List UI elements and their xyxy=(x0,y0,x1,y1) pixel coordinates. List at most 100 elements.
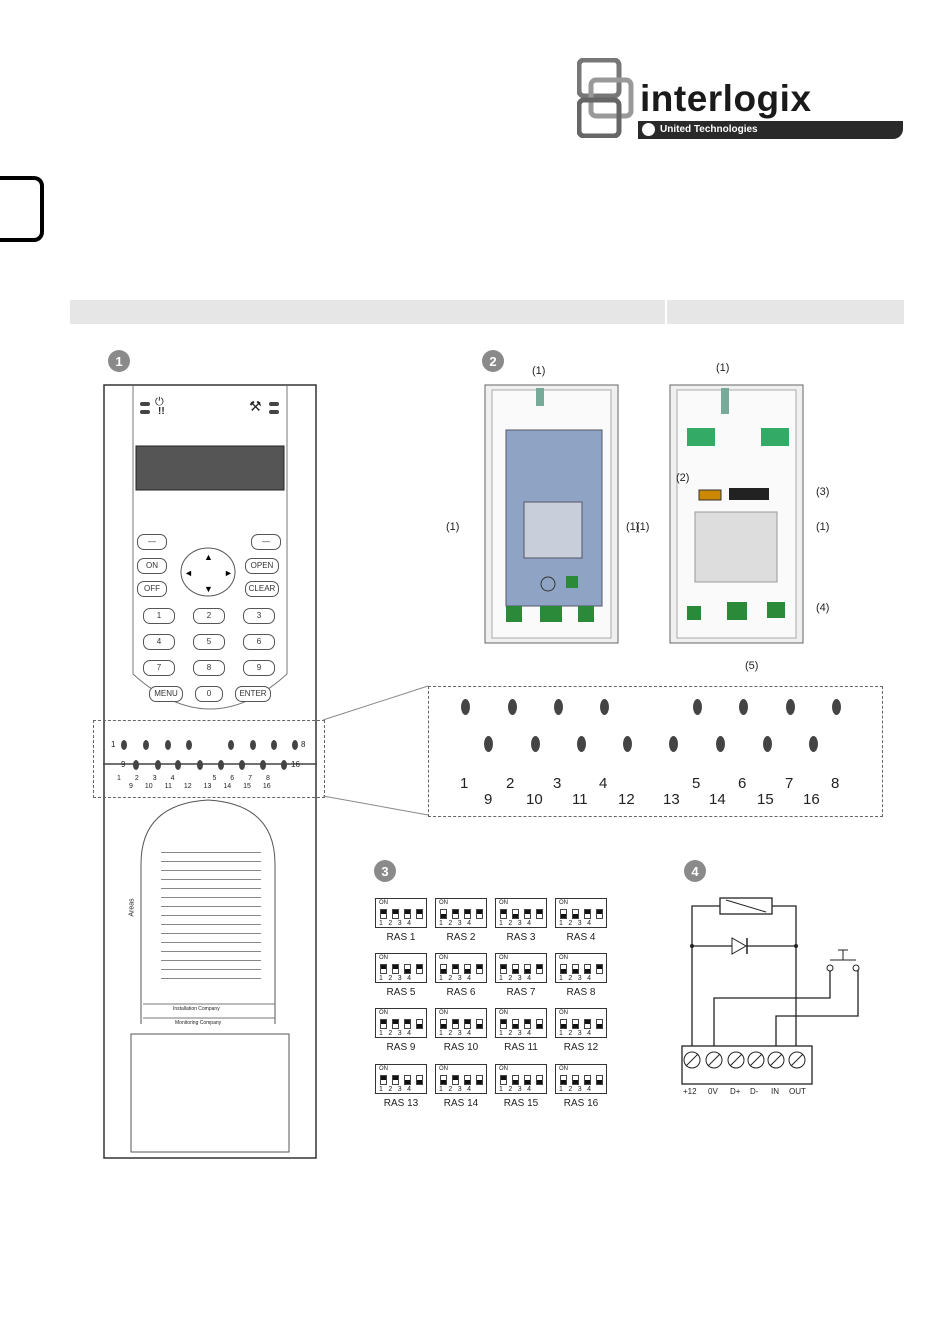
key-menu[interactable]: MENU xyxy=(149,686,183,702)
dip-switch-label: RAS 8 xyxy=(566,987,596,998)
zoom-num-8: 8 xyxy=(831,775,840,792)
led-zoom-box xyxy=(428,686,883,817)
dip-switch-label: RAS 12 xyxy=(563,1042,599,1053)
led-top-last: 8 xyxy=(301,740,306,749)
dip-switch-label: RAS 16 xyxy=(563,1098,599,1109)
key-2[interactable]: 2 xyxy=(193,608,225,624)
brand-logo-mark xyxy=(576,57,635,139)
terminal-in: IN xyxy=(771,1087,779,1096)
service-icon: ⚒ xyxy=(249,398,262,414)
key-off[interactable]: OFF xyxy=(137,581,167,597)
header-bar xyxy=(70,300,904,324)
zoom-num-11: 11 xyxy=(572,791,588,808)
key-open[interactable]: OPEN xyxy=(245,558,279,574)
mounting-plate-illustration xyxy=(484,384,619,644)
dip-switch-label: RAS 4 xyxy=(566,932,596,943)
figure-4-badge: 4 xyxy=(684,860,706,882)
dip-switch-label: RAS 3 xyxy=(506,932,536,943)
soft-key-right[interactable]: — xyxy=(251,534,281,550)
label-a2: (1) xyxy=(446,521,460,533)
nav-pad[interactable]: ▲▼◄► xyxy=(180,547,236,597)
key-8[interactable]: 8 xyxy=(193,660,225,676)
led-mid-last: 16 xyxy=(291,760,300,769)
monitoring-company-label: Monitoring Company xyxy=(175,1020,222,1026)
zoom-num-14: 14 xyxy=(709,791,726,808)
dip-switch-label: RAS 2 xyxy=(446,932,476,943)
installation-company-label: Installation Company xyxy=(173,1006,220,1012)
label-b7: (5) xyxy=(745,660,759,672)
key-1[interactable]: 1 xyxy=(143,608,175,624)
label-b6: (4) xyxy=(816,602,830,614)
key-9[interactable]: 9 xyxy=(243,660,275,676)
figure-3-badge: 3 xyxy=(374,860,396,882)
terminal-d-minus: D- xyxy=(750,1087,759,1096)
dip-switch-label: RAS 6 xyxy=(446,987,476,998)
alert-icon: !! xyxy=(158,406,165,417)
zoom-num-6: 6 xyxy=(738,775,747,792)
label-b5: (1) xyxy=(816,521,830,533)
label-b2: (2) xyxy=(676,472,690,484)
key-7[interactable]: 7 xyxy=(143,660,175,676)
utc-icon xyxy=(642,123,655,136)
keypad-illustration: ⏻ !! ⚒ — — ON OFF OPEN CLEAR ▲▼◄► 1 2 3 … xyxy=(103,384,317,1159)
key-0[interactable]: 0 xyxy=(195,686,223,702)
zoom-num-16: 16 xyxy=(803,791,820,808)
zoom-num-15: 15 xyxy=(757,791,774,808)
label-b3: (3) xyxy=(816,486,830,498)
zoom-num-4: 4 xyxy=(599,775,608,792)
led-bottom-row2: 9 10 11 12 13 14 15 16 xyxy=(129,783,271,790)
led-bottom-row1: 1 2 3 4 5 6 7 8 xyxy=(117,775,270,782)
key-on[interactable]: ON xyxy=(137,558,167,574)
key-clear[interactable]: CLEAR xyxy=(245,581,279,597)
zoom-num-7: 7 xyxy=(785,775,794,792)
zoom-num-3: 3 xyxy=(553,775,562,792)
base-plate-illustration xyxy=(669,384,804,644)
dip-switch-label: RAS 9 xyxy=(386,1042,416,1053)
section-tab-mark xyxy=(0,176,44,242)
dip-switch-label: RAS 7 xyxy=(506,987,536,998)
terminal-12v: +12 xyxy=(683,1087,697,1096)
brand-sub-bar xyxy=(638,121,903,139)
terminal-out: OUT xyxy=(789,1087,806,1096)
brand-sub: United Technologies xyxy=(660,124,758,135)
svg-text:▲: ▲ xyxy=(204,552,213,562)
figure-2-badge: 2 xyxy=(482,350,504,372)
zoom-num-1: 1 xyxy=(460,775,469,792)
label-b4: (1) xyxy=(636,521,650,533)
label-a1: (1) xyxy=(532,365,546,377)
key-enter[interactable]: ENTER xyxy=(235,686,271,702)
key-4[interactable]: 4 xyxy=(143,634,175,650)
dip-switch-label: RAS 10 xyxy=(443,1042,479,1053)
zoom-num-5: 5 xyxy=(692,775,701,792)
label-b1: (1) xyxy=(716,362,730,374)
key-5[interactable]: 5 xyxy=(193,634,225,650)
area-card-lines xyxy=(161,844,261,984)
key-3[interactable]: 3 xyxy=(243,608,275,624)
power-icon: ⏻ xyxy=(155,396,164,408)
zoom-num-12: 12 xyxy=(618,791,635,808)
wiring-diagram xyxy=(680,890,870,1090)
brand-name: interlogix xyxy=(640,78,812,119)
svg-text:►: ► xyxy=(224,568,233,578)
dip-switch-label: RAS 14 xyxy=(443,1098,479,1109)
soft-key-left[interactable]: — xyxy=(137,534,167,550)
label-a3: (1) xyxy=(626,521,640,533)
svg-text:▼: ▼ xyxy=(204,584,213,594)
key-6[interactable]: 6 xyxy=(243,634,275,650)
terminal-0v: 0V xyxy=(708,1087,718,1096)
zoom-num-9: 9 xyxy=(484,791,493,808)
led-mid-first: 9 xyxy=(121,760,126,769)
